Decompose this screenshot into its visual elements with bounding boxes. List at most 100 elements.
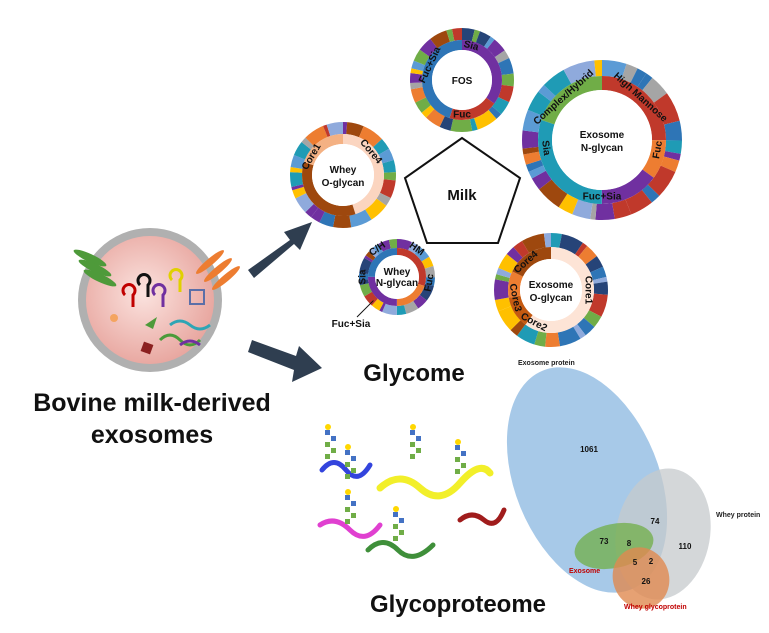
ring-segment-label: Sia <box>462 39 480 54</box>
venn-label-exosome: Exosome <box>569 568 600 575</box>
ring-outer-segment <box>359 239 435 315</box>
ring-inner-segment <box>368 248 426 306</box>
milk-label: Milk <box>447 187 477 204</box>
glycome-label: Glycome <box>363 360 464 387</box>
glycan-residue <box>351 501 356 506</box>
ring-outer-segment <box>290 122 396 228</box>
glycan-residue <box>399 530 404 535</box>
ring-segment-label: Fuc <box>651 140 665 160</box>
venn-diagram: Exosome protein Whey protein Exosome Whe… <box>506 360 760 611</box>
glycan-residue <box>455 445 460 450</box>
ring-outer-segment <box>410 28 514 132</box>
glycan-residue <box>399 518 404 523</box>
ring-inner-segment <box>368 248 426 306</box>
glycan-residue <box>393 512 398 517</box>
glycan-residue <box>345 474 350 479</box>
glycan-residue <box>393 536 398 541</box>
glycan-residue <box>325 442 330 447</box>
ring-outer-segment <box>290 122 396 228</box>
count-26: 26 <box>642 577 651 586</box>
ring-segment-label: Fuc <box>423 273 437 293</box>
count-73: 73 <box>600 537 609 546</box>
ring-center <box>520 259 582 321</box>
glycan-residue <box>393 524 398 529</box>
glycan-residue <box>345 489 351 495</box>
venn-label-exosome-protein: Exosome protein <box>518 360 575 367</box>
ring-subtitle: N-glycan <box>581 143 623 154</box>
glycan-residue <box>325 454 330 459</box>
ring-segment-label: Sia <box>358 269 369 284</box>
venn-label-whey-glycoprotein: Whey glycoprotein <box>624 604 687 611</box>
count-74: 74 <box>651 517 660 526</box>
ring-outer-segment <box>410 28 514 132</box>
ring-title: Exosome <box>529 280 574 291</box>
glycan-residue <box>345 462 350 467</box>
ring-inner-segment <box>422 40 502 120</box>
rna-hairpin-purple <box>151 283 167 307</box>
ring-subtitle: O-glycan <box>530 293 573 304</box>
ring-center <box>312 144 374 206</box>
ring-segment-label: Core1 <box>583 276 594 305</box>
count-8: 8 <box>627 539 632 548</box>
glycoproteome-label: Glycoproteome <box>370 591 546 618</box>
count-110: 110 <box>679 542 692 551</box>
glycan-residue <box>325 430 330 435</box>
glycan-residue <box>455 439 461 445</box>
ring-outer-segment <box>522 60 682 220</box>
glycan-residue <box>410 442 415 447</box>
ring-inner-segment <box>302 134 384 216</box>
ring-title: Exosome <box>580 130 625 141</box>
ring-segment-label: Fuc+Sia <box>583 191 622 202</box>
ring-outer-segment <box>494 233 608 347</box>
glycoprotein-illustration <box>317 460 507 559</box>
title-line2: exosomes <box>91 421 213 449</box>
ring-outer-segment <box>522 60 682 220</box>
glycan-residue <box>393 506 399 512</box>
glycan-residue <box>461 463 466 468</box>
ring-inner-segment <box>538 76 666 204</box>
glycan-residue <box>345 519 350 524</box>
ring-segment-label: Sia <box>539 140 552 157</box>
ring-title: Whey <box>330 165 357 176</box>
ring-title: FOS <box>452 76 473 87</box>
glycan-residue <box>331 436 336 441</box>
ring-inner-segment <box>368 248 426 306</box>
glycan-residue <box>455 469 460 474</box>
glycan-rings: FOSSiaFuc+SiaFucWheyO-glycanCore4Core1Ex… <box>290 28 682 347</box>
count-1061: 1061 <box>580 445 598 454</box>
ring-title: Whey <box>384 267 411 278</box>
ring-center <box>375 255 419 299</box>
exosome-illustration <box>73 228 240 372</box>
milk-pentagon <box>403 136 522 244</box>
ring-outer-segment <box>359 239 435 315</box>
ring-outer-segment <box>522 60 682 220</box>
ring-outer-segment <box>494 233 608 347</box>
ring-inner-segment <box>538 76 666 204</box>
ring-subtitle: N-glycan <box>376 278 418 289</box>
glycan-residue <box>351 456 356 461</box>
ring-inner-segment <box>508 247 594 333</box>
rna-hairpin-yellow <box>168 268 184 292</box>
lipid-ligand-orange <box>196 250 240 290</box>
glycan-residue <box>410 424 416 430</box>
title-line1: Bovine milk-derived <box>33 389 271 417</box>
glycan-residue <box>345 507 350 512</box>
ring-outer-segment <box>494 233 608 347</box>
arrow-to-glycoproteome <box>248 340 322 382</box>
ring-inner-segment <box>302 134 384 216</box>
rna-hairpin-red <box>121 283 137 307</box>
glycan-residue <box>455 457 460 462</box>
count-2: 2 <box>649 557 654 566</box>
lipid-ligand-green <box>73 249 117 287</box>
ring-segment-label: Fuc+Sia <box>332 319 371 330</box>
arrow-to-glycome <box>248 222 312 278</box>
glycan-residue <box>325 424 331 430</box>
glycan-residue <box>351 513 356 518</box>
ring-center <box>432 50 492 110</box>
venn-label-whey-protein: Whey protein <box>716 512 760 519</box>
venn-whey-glycoprotein <box>612 547 670 609</box>
